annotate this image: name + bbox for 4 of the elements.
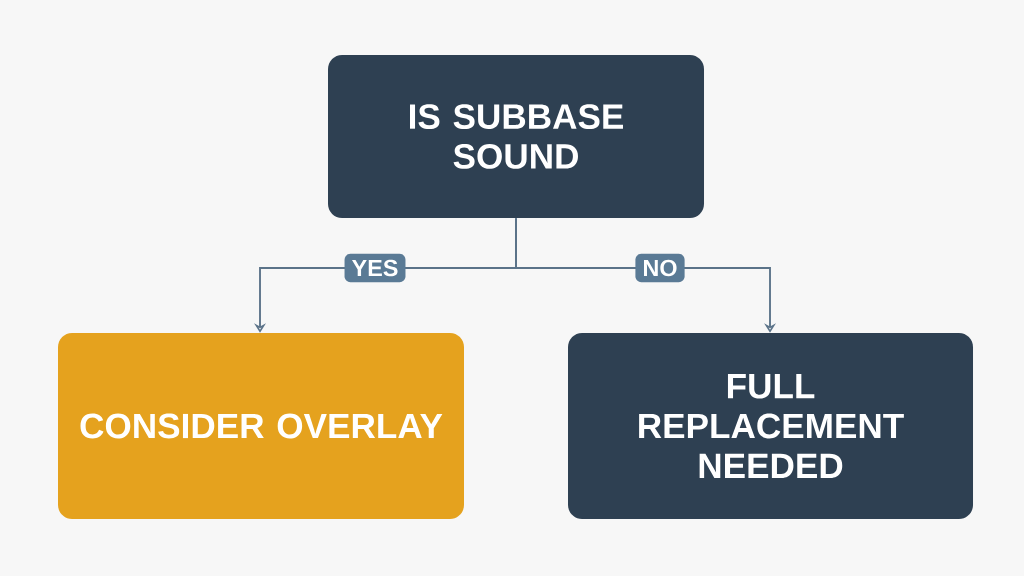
process-box: FULL REPLACEMENT NEEDED xyxy=(568,333,973,519)
edge-label: NO xyxy=(635,253,685,283)
process-box: IS SUBBASE SOUND xyxy=(328,55,704,218)
process-box: CONSIDER OVERLAY xyxy=(58,333,464,519)
